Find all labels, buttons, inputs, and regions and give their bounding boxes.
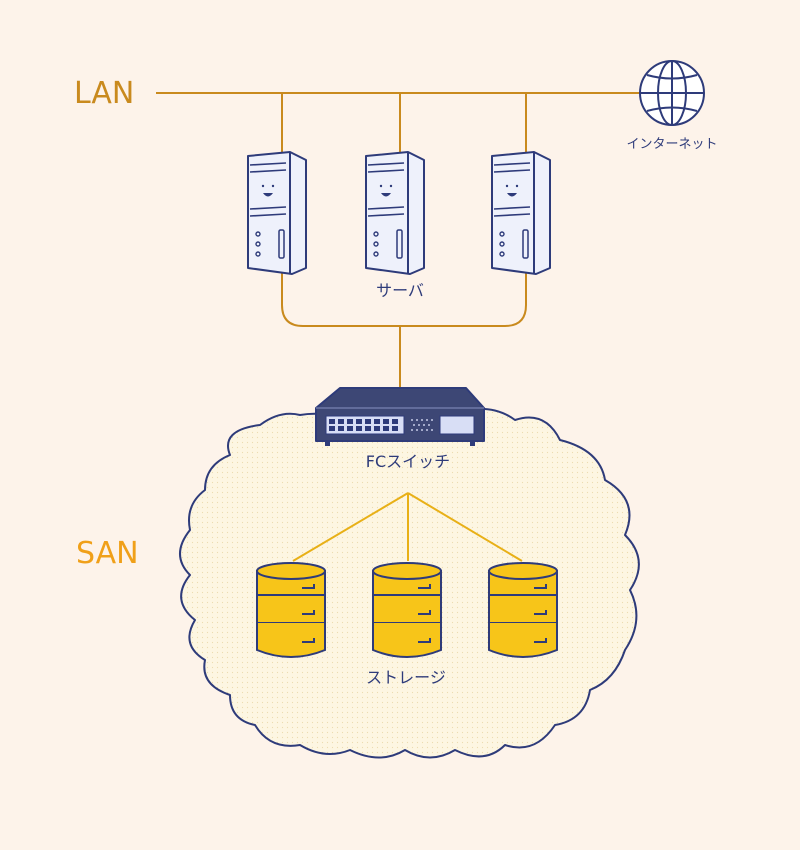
storage-icon-2	[372, 562, 442, 658]
lan-label: LAN	[74, 76, 134, 111]
storage-label: ストレージ	[366, 668, 446, 687]
storage-icon-1	[256, 562, 326, 658]
lan-wiring	[156, 92, 642, 388]
server-icon-1	[247, 151, 307, 275]
fc-switch-label: FCスイッチ	[366, 452, 450, 471]
servers-label: サーバ	[376, 281, 424, 300]
server-icon-3	[491, 151, 551, 275]
internet-label: インターネット	[626, 137, 717, 152]
globe-icon	[639, 60, 705, 126]
san-link-storage-3	[407, 492, 523, 562]
fc-switch-icon	[315, 387, 485, 446]
storage-icon-3	[488, 562, 558, 658]
san-label: SAN	[76, 536, 139, 571]
server-to-switch-link	[281, 270, 527, 327]
server-icon-2	[365, 151, 425, 275]
san-link-storage-1	[292, 492, 409, 562]
san-wiring	[292, 492, 523, 562]
